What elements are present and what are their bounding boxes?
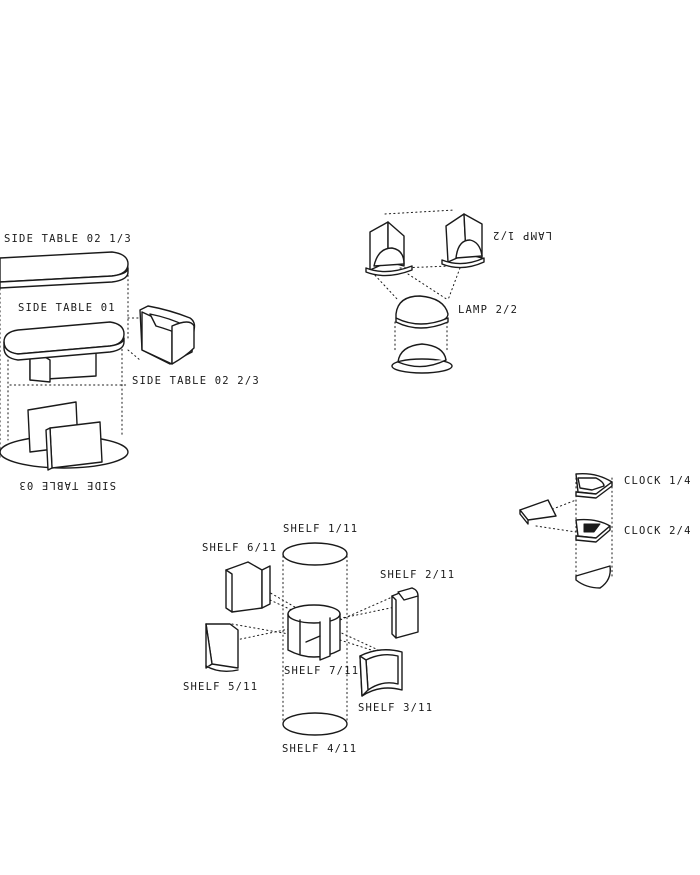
label-side-table-03: SIDE TABLE 03 (18, 479, 116, 491)
side-table-02-top (0, 251, 129, 289)
clock-group (519, 472, 613, 589)
side-table-02-curved-piece (139, 305, 196, 365)
side-table-group (0, 251, 196, 471)
shelf-piece-5 (205, 623, 239, 673)
label-shelf-4: SHELF 4/11 (282, 743, 357, 755)
label-shelf-6: SHELF 6/11 (202, 542, 277, 554)
shelf-piece-7 (287, 604, 341, 661)
label-shelf-3: SHELF 3/11 (358, 702, 433, 714)
label-clock-1: CLOCK 1/4 (624, 475, 692, 487)
shelf-piece-4 (282, 712, 348, 736)
lamp-dome (395, 295, 449, 329)
lamp-base (391, 343, 453, 374)
shelf-piece-1 (282, 542, 348, 566)
lamp-shade-right (441, 213, 485, 269)
clock-face-mid (575, 518, 611, 543)
clock-face-top (575, 472, 613, 499)
lamp-group (365, 209, 485, 374)
clock-hand-piece (519, 499, 557, 525)
shelf-piece-6 (225, 561, 271, 613)
side-table-01-body (3, 321, 125, 383)
label-side-table-02-2: SIDE TABLE 02 2/3 (132, 375, 260, 387)
label-shelf-2: SHELF 2/11 (380, 569, 455, 581)
label-lamp-2: LAMP 2/2 (458, 304, 518, 316)
label-shelf-7: SHELF 7/11 (284, 665, 359, 677)
shelf-group (205, 542, 419, 736)
label-shelf-5: SHELF 5/11 (183, 681, 258, 693)
shelf-piece-2 (391, 587, 419, 639)
shelf-piece-3 (359, 649, 403, 697)
label-side-table-01: SIDE TABLE 01 (18, 302, 116, 314)
side-table-03-body (0, 401, 129, 471)
label-clock-2: CLOCK 2/4 (624, 525, 692, 537)
lamp-shade-left (365, 221, 413, 277)
clock-base (575, 565, 611, 589)
label-side-table-02-1: SIDE TABLE 02 1/3 (4, 233, 132, 245)
label-lamp-1: LAMP 1/2 (492, 229, 552, 241)
label-shelf-1: SHELF 1/11 (283, 523, 358, 535)
